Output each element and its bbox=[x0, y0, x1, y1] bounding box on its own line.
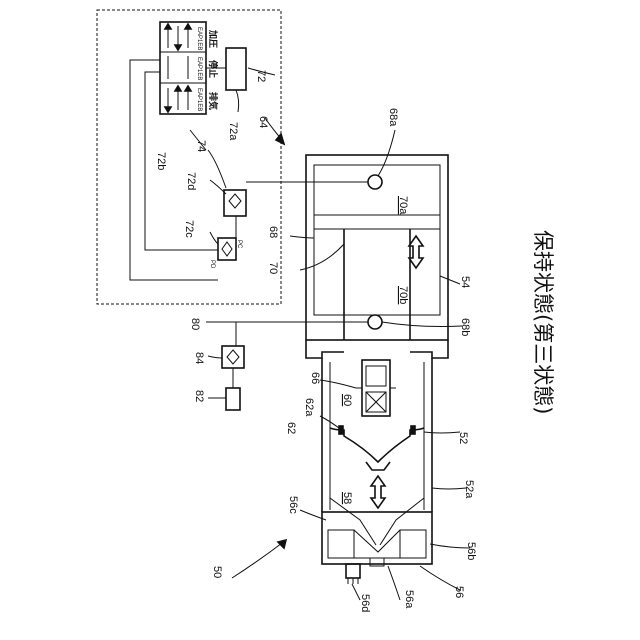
piston-70 bbox=[314, 215, 440, 229]
label-72: 72 bbox=[255, 70, 267, 82]
state-label-stop: 停止 bbox=[207, 60, 219, 78]
label-56c: 56c bbox=[287, 496, 299, 514]
connector-66 bbox=[356, 360, 396, 416]
gripper-motion-arrow bbox=[371, 476, 385, 508]
label-62a: 62a bbox=[303, 398, 315, 417]
suction-cone bbox=[354, 530, 400, 552]
valve-port-label-2: EAP1EB bbox=[196, 57, 202, 80]
label-60: 60 bbox=[341, 394, 353, 406]
label-50: 50 bbox=[211, 566, 223, 578]
label-58: 58 bbox=[341, 492, 353, 504]
state-label-pressurize: 加圧 bbox=[207, 29, 219, 48]
label-82: 82 bbox=[193, 390, 205, 402]
label-66: 66 bbox=[309, 372, 321, 384]
reference-numerals: 72 72a 72b 64 74 72d 72c 68 70 68a 70a 7… bbox=[155, 70, 477, 612]
air-source-82 bbox=[226, 388, 240, 410]
port-68a bbox=[368, 175, 382, 189]
supply-line-80 bbox=[222, 322, 244, 410]
control-unit-72: EAP1EB EAP1EB EAP1EB 加圧 停止 排気 PC PD bbox=[97, 10, 281, 304]
label-70a: 70a bbox=[397, 196, 409, 215]
regulator-port-pd: PD bbox=[209, 260, 215, 269]
regulator-symbol bbox=[222, 242, 232, 256]
label-72d: 72d bbox=[185, 172, 197, 190]
valve-line-outer bbox=[130, 60, 218, 280]
valve-port-label-3: EAP1EB bbox=[196, 88, 202, 111]
nozzle-block-56 bbox=[322, 512, 432, 584]
state-label-exhaust: 排気 bbox=[207, 92, 219, 110]
membrane-tip bbox=[366, 462, 390, 470]
nozzle-56c bbox=[328, 530, 354, 558]
label-84: 84 bbox=[193, 352, 205, 364]
label-72a: 72a bbox=[227, 122, 239, 141]
label-64: 64 bbox=[257, 116, 269, 128]
control-box-outline bbox=[97, 10, 281, 304]
nozzle-housing bbox=[322, 512, 432, 564]
label-68a: 68a bbox=[387, 108, 399, 127]
label-68b: 68b bbox=[459, 318, 471, 336]
label-56d: 56d bbox=[359, 594, 371, 612]
arrow-50-head bbox=[278, 540, 286, 548]
label-56b: 56b bbox=[465, 542, 477, 560]
port-68b bbox=[368, 315, 382, 329]
label-56: 56 bbox=[453, 586, 465, 598]
cylinder-54 bbox=[236, 155, 448, 358]
membrane-62 bbox=[330, 428, 424, 462]
label-54: 54 bbox=[459, 276, 471, 288]
label-72b: 72b bbox=[155, 152, 167, 170]
valve-port-label-1: EAP1EB bbox=[196, 27, 202, 50]
cylinder-bore bbox=[314, 165, 440, 315]
piston-motion-arrow bbox=[409, 236, 423, 268]
label-70: 70 bbox=[267, 262, 279, 274]
label-62: 62 bbox=[285, 422, 297, 434]
controller-72a bbox=[226, 48, 246, 90]
leader-lines bbox=[190, 68, 470, 600]
inner-wall-left bbox=[330, 498, 376, 545]
label-70b: 70b bbox=[397, 286, 409, 304]
label-74: 74 bbox=[195, 140, 207, 152]
arrow-50-line bbox=[232, 540, 286, 578]
label-56a: 56a bbox=[403, 590, 415, 609]
valve-arrows bbox=[165, 24, 191, 112]
label-52a: 52a bbox=[463, 480, 475, 499]
label-72c: 72c bbox=[183, 220, 195, 238]
inner-wall-right bbox=[380, 498, 424, 545]
sensor-symbol bbox=[229, 194, 241, 208]
figure-caption: 保持状態(第三状態) bbox=[531, 230, 555, 414]
label-80: 80 bbox=[189, 318, 201, 330]
label-68: 68 bbox=[267, 226, 279, 238]
regulator-port-pc: PC bbox=[236, 240, 242, 249]
vent-56d bbox=[346, 564, 360, 578]
regulator-84-symbol bbox=[227, 350, 239, 364]
nozzle-56b bbox=[400, 530, 426, 558]
cylinder-housing bbox=[306, 155, 448, 340]
label-52: 52 bbox=[457, 432, 469, 444]
